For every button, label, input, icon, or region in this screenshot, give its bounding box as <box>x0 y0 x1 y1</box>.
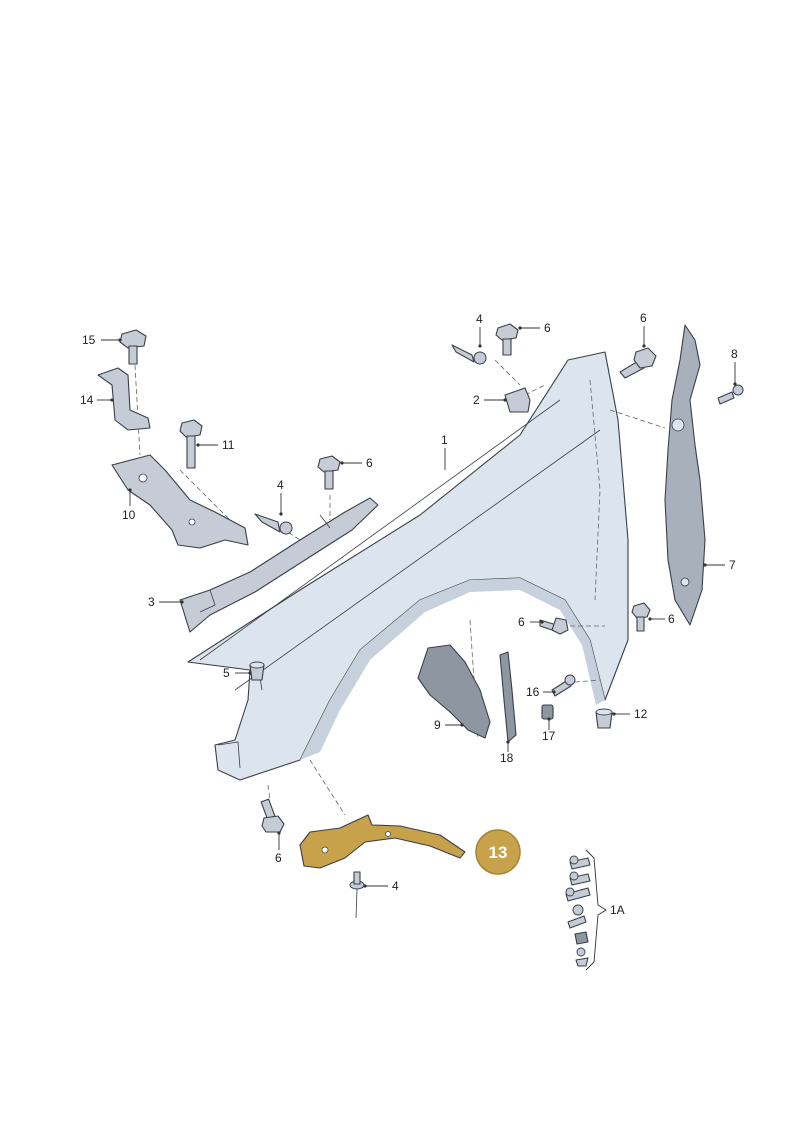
callout-number-13: 13 <box>489 843 508 862</box>
bolt-6-top-center[interactable] <box>495 323 519 356</box>
bolt-15[interactable] <box>119 329 147 365</box>
label-16: 16 <box>526 685 540 699</box>
rivet-4-mid[interactable] <box>254 513 293 535</box>
rivet-4-top[interactable] <box>451 344 487 365</box>
label-6-top-right: 6 <box>640 311 647 325</box>
clip-17[interactable] <box>541 704 554 720</box>
bolt-6-left-bracket[interactable] <box>317 455 341 490</box>
nut-12[interactable] <box>595 708 613 729</box>
label-6-wheel-arch: 6 <box>518 615 525 629</box>
mounting-rail-bracket[interactable] <box>179 497 379 633</box>
label-1a: 1A <box>610 903 625 917</box>
label-4-bottom: 4 <box>392 879 399 893</box>
label-6-right-liner: 6 <box>668 612 675 626</box>
fastener-kit[interactable] <box>565 849 607 971</box>
label-11: 11 <box>222 438 235 452</box>
front-support-bracket[interactable] <box>111 454 249 549</box>
label-15: 15 <box>82 333 96 347</box>
nut-5[interactable] <box>249 661 265 681</box>
label-3: 3 <box>148 595 155 609</box>
arch-trim-strip[interactable] <box>499 651 517 743</box>
label-6-bottom: 6 <box>275 851 282 865</box>
wheel-arch-cover[interactable] <box>417 644 491 739</box>
bolt-11[interactable] <box>179 419 203 469</box>
rivet-4-bottom[interactable] <box>349 871 365 919</box>
label-9: 9 <box>434 718 441 732</box>
highlighted-lower-bracket[interactable] <box>299 814 466 869</box>
label-18: 18 <box>500 751 514 765</box>
label-1: 1 <box>441 433 448 447</box>
label-12: 12 <box>634 707 648 721</box>
label-17: 17 <box>542 729 556 743</box>
label-4-top: 4 <box>476 312 483 326</box>
upper-bracket[interactable] <box>97 367 151 431</box>
label-14: 14 <box>80 393 94 407</box>
label-10: 10 <box>122 508 136 522</box>
bolt-6-right-liner[interactable] <box>631 602 651 632</box>
small-angle-bracket[interactable] <box>504 387 531 413</box>
callout-labels: 1 2 3 4 4 4 5 6 6 6 <box>80 311 738 917</box>
label-8: 8 <box>731 347 738 361</box>
screw-16[interactable] <box>551 674 576 697</box>
fender-panel[interactable] <box>187 351 629 781</box>
label-6-top-center: 6 <box>544 321 551 335</box>
fender-seal-strip[interactable] <box>664 324 706 626</box>
label-4-mid: 4 <box>277 478 284 492</box>
bolt-6-bottom[interactable] <box>260 798 285 833</box>
label-5: 5 <box>223 666 230 680</box>
bolt-6-top-right[interactable] <box>619 347 657 379</box>
label-2: 2 <box>473 393 480 407</box>
callout-badge-13[interactable]: 13 <box>475 829 521 875</box>
label-6-left-bracket: 6 <box>366 456 373 470</box>
screw-8[interactable] <box>717 384 744 405</box>
label-7: 7 <box>729 558 736 572</box>
bolt-6-wheel-arch[interactable] <box>539 617 569 635</box>
